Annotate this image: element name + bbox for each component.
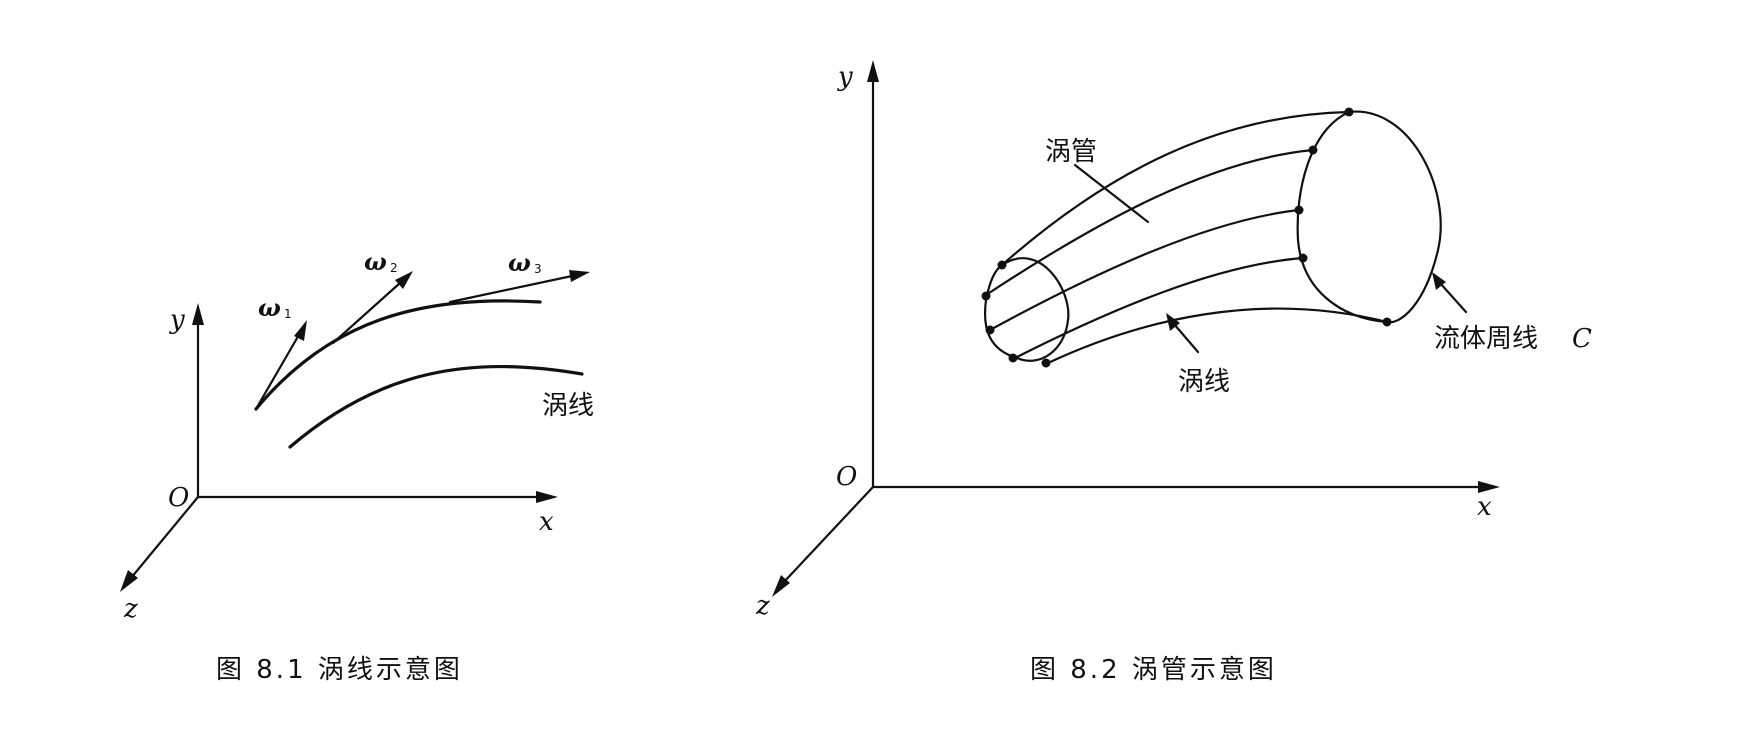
fig2-contour-leader [1438, 281, 1468, 314]
fig2-point [1382, 317, 1392, 327]
fig1-omega3-vector [448, 274, 574, 304]
fig2-vortex-line-label: 涡线 [1178, 367, 1230, 397]
figure-8-1: y O x z ω 1 ω 2 ω 3 涡线 图 8.1 涡线示意图 [120, 247, 594, 685]
fig1-omega2-subscript: 2 [390, 261, 398, 275]
fig2-point [981, 291, 991, 301]
fig1-origin-label: O [168, 483, 189, 513]
fig2-point [1308, 145, 1318, 155]
fig2-z-label: z [755, 591, 770, 621]
fig1-vortex-line-lower [288, 365, 584, 449]
fig2-y-axis-arrowhead [867, 60, 879, 82]
fig1-x-label: x [539, 507, 554, 537]
fig1-omega1-vector [254, 331, 302, 411]
fig2-vortex-line-1 [984, 148, 1315, 297]
fig1-omega2-symbol: ω [364, 247, 387, 276]
fig1-axes [120, 303, 558, 592]
fig1-omega3-symbol: ω [508, 248, 531, 277]
fig1-z-axis-arrowhead [120, 570, 138, 592]
fig1-omega3-subscript: 3 [534, 262, 542, 276]
fig1-omega2-arrowhead [395, 271, 413, 289]
fig1-omega1-symbol: ω [258, 293, 281, 322]
fig2-vortex-line-leader-arrowhead [1166, 313, 1180, 331]
fig1-z-label: z [123, 594, 138, 624]
fig2-tube-label: 涡管 [1045, 137, 1097, 167]
fig2-vortex-line-2 [988, 208, 1301, 332]
fig2-caption: 图 8.2 涡管示意图 [1030, 655, 1277, 685]
fig2-z-axis-arrowhead [772, 575, 790, 597]
figure-8-2: y O x z 涡管 涡线 流体周线 C 图 8.2 涡管示意图 [755, 60, 1592, 685]
fig1-curve-label: 涡线 [542, 391, 594, 421]
fig2-contour-leader-arrowhead [1432, 272, 1446, 290]
fig2-contour-symbol: C [1572, 324, 1592, 354]
fig2-axes [772, 60, 1500, 597]
fig1-y-label: y [169, 305, 185, 335]
fig1-omega1-arrowhead [294, 320, 307, 341]
fig2-tube-leader [1073, 163, 1150, 224]
fig2-x-axis-arrowhead [1478, 481, 1500, 493]
fig2-contour-label: 流体周线 [1434, 324, 1538, 354]
fig2-point [1344, 107, 1354, 117]
fig2-vortex-line-leader [1172, 322, 1200, 354]
fig2-x-label: x [1477, 492, 1492, 522]
fig2-point [1041, 358, 1051, 368]
fig1-omega2-vector [331, 281, 402, 345]
fig2-point [997, 260, 1007, 270]
fig2-point [1294, 205, 1304, 215]
fig1-x-axis-arrowhead [536, 491, 558, 503]
fig1-y-axis-arrowhead [192, 303, 204, 325]
fig2-contour-points [981, 107, 1392, 368]
fig2-point [1008, 353, 1018, 363]
fig2-z-axis [781, 485, 875, 585]
fig1-caption: 图 8.1 涡线示意图 [216, 655, 463, 685]
fig2-tube-bottom-line [1046, 307, 1389, 365]
fig1-vortex-line-upper [254, 299, 542, 411]
fig2-y-label: y [837, 62, 853, 92]
fig2-large-end-ellipse [1296, 110, 1442, 324]
fig2-point [985, 325, 995, 335]
fig2-vortex-line-3 [1013, 256, 1305, 360]
fig1-omega1-subscript: 1 [284, 307, 292, 321]
fig1-z-axis [129, 495, 200, 580]
fig1-omega3-arrowhead [569, 270, 590, 282]
fig2-tube-top-line [1000, 110, 1351, 267]
fig2-origin-label: O [836, 462, 857, 492]
fig2-point [1298, 253, 1308, 263]
